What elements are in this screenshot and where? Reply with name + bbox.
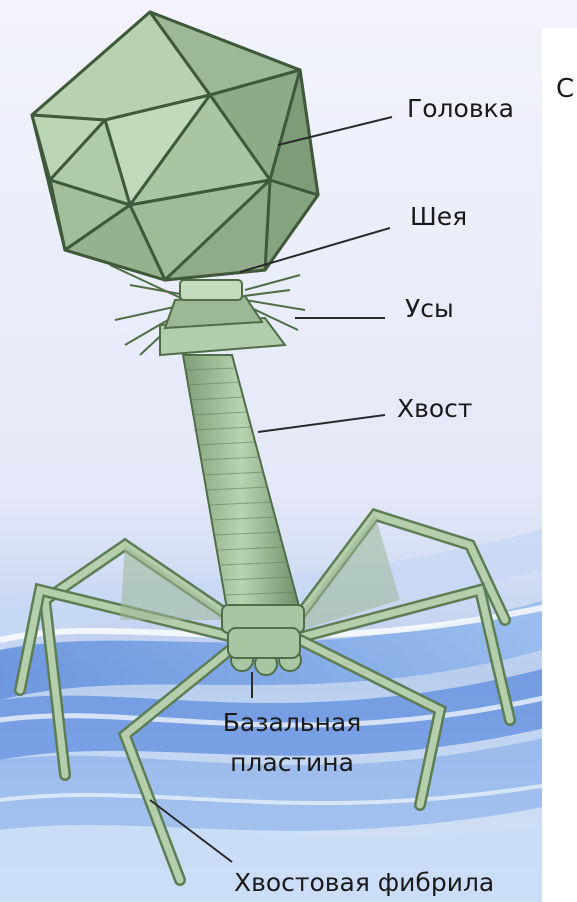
side-panel [542, 28, 577, 902]
base-plate [222, 605, 304, 675]
label-tail: Хвост [397, 396, 472, 421]
label-whiskers: Усы [405, 296, 454, 321]
label-base-plate-line1: Базальная [212, 710, 372, 735]
label-neck: Шея [410, 204, 467, 229]
panel-letter: С [556, 74, 574, 104]
label-base-plate-line2: пластина [212, 750, 372, 775]
label-head: Головка [407, 96, 514, 121]
label-tail-fiber: Хвостовая фибрила [234, 870, 494, 895]
